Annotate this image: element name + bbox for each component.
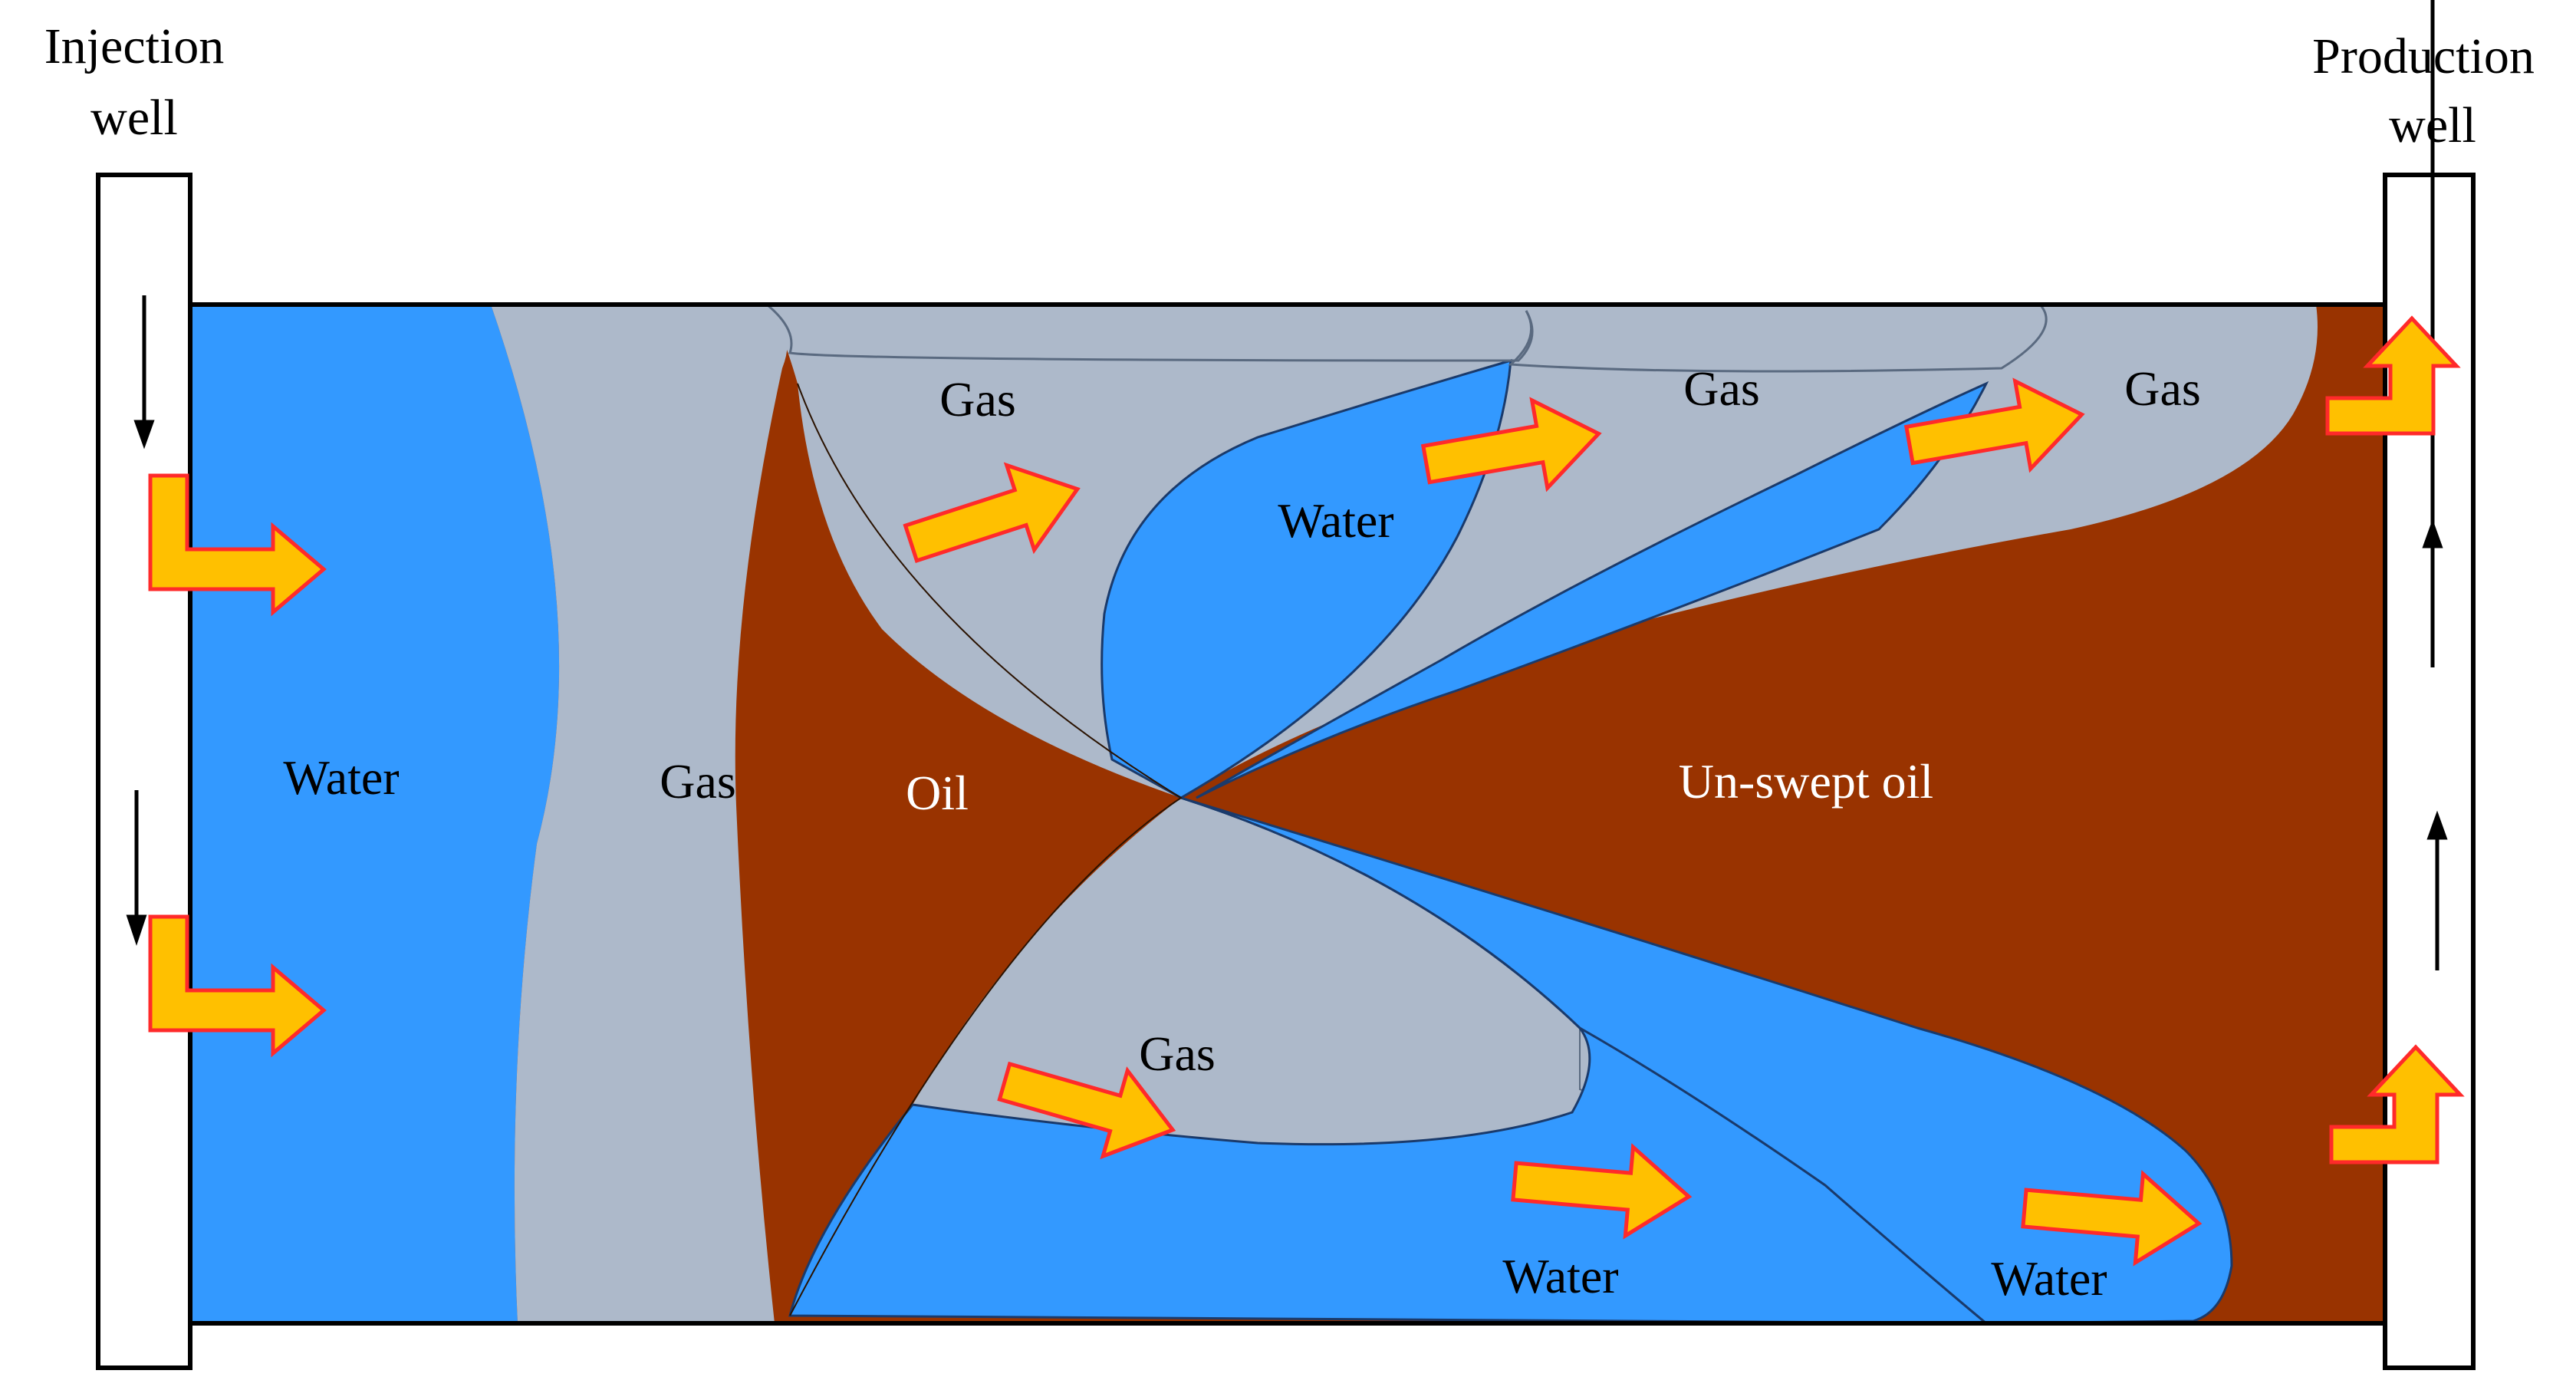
down-arrow-icon [126,790,147,946]
region-label-gas-bottom: Gas [1139,1026,1216,1081]
production-well-title-line2: well [2389,97,2476,153]
injection-well-title-line2: well [90,90,178,146]
region-label-oil: Oil [906,766,969,820]
oil-wedge-outline [789,383,1183,1316]
gas-lobe-outline-2 [1508,303,2048,373]
water-finger-bottom-region [1180,796,2233,1325]
injection-well-tube [96,173,192,1370]
gas-band-region [491,305,788,1323]
injection-well-title-line1: Injection [44,18,225,74]
up-arrow-icon [2422,0,2443,667]
gas-bottom-region [913,798,1590,1145]
down-arrow-icon [133,295,155,450]
region-label-water-finger-top: Water [1278,493,1393,548]
gas-lobe-outline-1 [766,303,1534,362]
region-label-gas-band: Gas [660,754,736,809]
region-label-gas-top-2: Gas [1683,361,1760,416]
region-label-water-left: Water [283,750,399,805]
region-label-water-bottom-1: Water [1502,1249,1618,1303]
region-label-water-bottom-2: Water [1991,1251,2107,1306]
region-label-unswept-oil: Un-swept oil [1679,754,1933,809]
region-label-gas-top-3: Gas [2124,361,2201,416]
production-well-title-line1: Production [2312,28,2535,84]
water-finger-top-region [1100,358,1512,799]
region-label-gas-top-1: Gas [939,372,1016,427]
water-stripe-top-region [1196,380,1989,799]
up-arrow-icon [2426,810,2448,970]
water-left-region [190,305,560,1323]
